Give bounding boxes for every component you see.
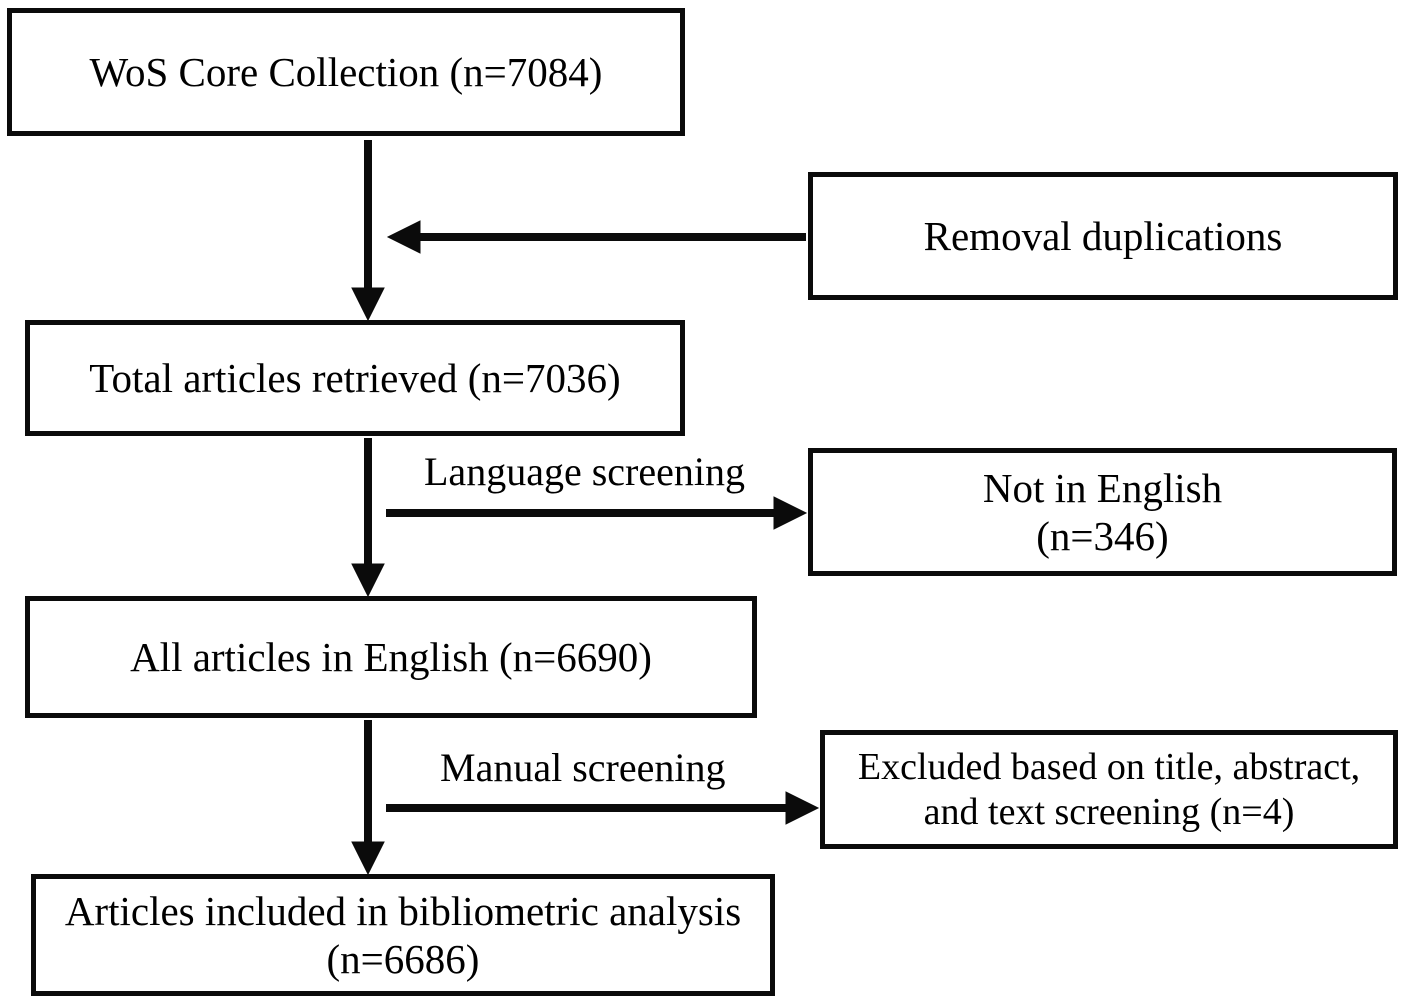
node-wos-core-collection-label: WoS Core Collection (n=7084) xyxy=(89,48,603,95)
arrow-duplications-to-spine xyxy=(386,220,806,254)
node-excluded-articles-label: Excluded based on title, abstract, and t… xyxy=(857,745,1361,833)
node-articles-included: Articles included in bibliometric analys… xyxy=(31,874,775,996)
node-not-in-english-label: Not in English (n=346) xyxy=(982,464,1223,559)
node-excluded-articles: Excluded based on title, abstract, and t… xyxy=(820,730,1398,849)
node-not-in-english: Not in English (n=346) xyxy=(808,448,1397,576)
edge-label-language-screening: Language screening xyxy=(424,449,745,494)
arrow-english-to-included xyxy=(351,720,385,876)
arrow-manual-screening-to-excluded xyxy=(386,791,820,825)
arrow-language-screening-to-not-english xyxy=(386,496,808,530)
node-total-articles-retrieved-label: Total articles retrieved (n=7036) xyxy=(89,354,621,401)
node-removal-duplications: Removal duplications xyxy=(808,172,1398,300)
arrow-wos-to-retrieved xyxy=(351,140,385,322)
node-total-articles-retrieved: Total articles retrieved (n=7036) xyxy=(25,320,685,436)
arrow-retrieved-to-english xyxy=(351,438,385,598)
node-articles-included-label: Articles included in bibliometric analys… xyxy=(64,887,742,982)
edge-label-manual-screening: Manual screening xyxy=(440,745,726,790)
node-all-articles-in-english: All articles in English (n=6690) xyxy=(25,596,757,718)
node-all-articles-in-english-label: All articles in English (n=6690) xyxy=(130,633,652,680)
node-wos-core-collection: WoS Core Collection (n=7084) xyxy=(7,8,685,136)
node-removal-duplications-label: Removal duplications xyxy=(923,212,1283,259)
